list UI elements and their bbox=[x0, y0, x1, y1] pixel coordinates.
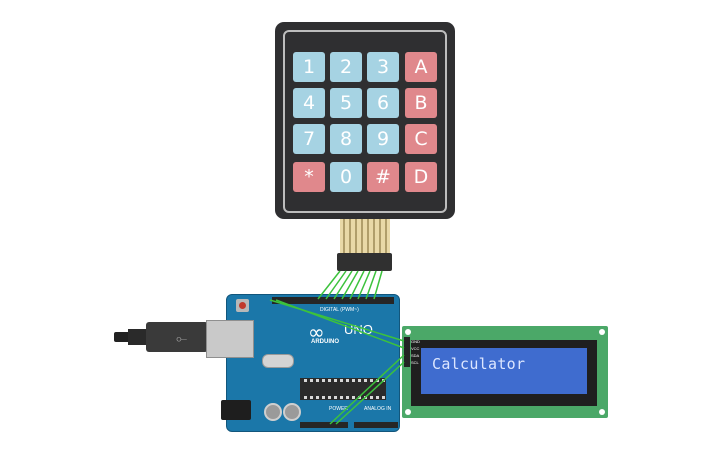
chip-pin bbox=[370, 379, 373, 382]
power-pin-header[interactable] bbox=[300, 422, 348, 428]
keypad-key-9[interactable]: 9 bbox=[367, 124, 399, 154]
keypad-wire[interactable] bbox=[341, 270, 359, 300]
keypad-wire[interactable] bbox=[325, 270, 347, 300]
chip-pin bbox=[304, 379, 307, 382]
keypad-key-2[interactable]: 2 bbox=[330, 52, 362, 82]
chip-pin bbox=[322, 379, 325, 382]
keypad-key-8[interactable]: 8 bbox=[330, 124, 362, 154]
chip-pin bbox=[328, 396, 331, 399]
crystal-oscillator bbox=[262, 354, 294, 368]
chip-pin bbox=[322, 396, 325, 399]
chip-pin bbox=[370, 396, 373, 399]
keypad-key-6[interactable]: 6 bbox=[367, 88, 399, 118]
power-pins-label: POWER bbox=[329, 406, 348, 412]
lcd-gnd-wire[interactable] bbox=[269, 299, 405, 342]
keypad-key-3[interactable]: 3 bbox=[367, 52, 399, 82]
keypad-key-B[interactable]: B bbox=[405, 88, 437, 118]
keypad-key-7[interactable]: 7 bbox=[293, 124, 325, 154]
keypad-key-D[interactable]: D bbox=[405, 162, 437, 192]
usb-cable-end bbox=[114, 332, 130, 342]
reset-button[interactable] bbox=[236, 299, 249, 312]
mounting-hole bbox=[405, 329, 411, 335]
chip-pin bbox=[382, 396, 385, 399]
mounting-hole bbox=[599, 409, 605, 415]
lcd-i2c-pins[interactable] bbox=[404, 337, 410, 367]
digital-pin-header[interactable] bbox=[272, 297, 394, 304]
chip-pin bbox=[316, 396, 319, 399]
keypad-key-A[interactable]: A bbox=[405, 52, 437, 82]
capacitor bbox=[264, 403, 282, 421]
arduino-uno-board[interactable] bbox=[226, 294, 400, 432]
keypad-key-4[interactable]: 4 bbox=[293, 88, 325, 118]
usb-port bbox=[206, 320, 254, 358]
chip-pin bbox=[310, 396, 313, 399]
chip-pin bbox=[352, 379, 355, 382]
chip-pin bbox=[334, 396, 337, 399]
mounting-hole bbox=[405, 409, 411, 415]
keypad-wire[interactable] bbox=[373, 270, 383, 300]
keypad-wire[interactable] bbox=[349, 270, 365, 300]
power-jack bbox=[221, 400, 251, 420]
keypad-key-0[interactable]: 0 bbox=[330, 162, 362, 192]
lcd-scl-wire[interactable] bbox=[335, 361, 405, 425]
chip-pin bbox=[304, 396, 307, 399]
chip-pin bbox=[310, 379, 313, 382]
chip-pin bbox=[376, 396, 379, 399]
chip-pin bbox=[340, 379, 343, 382]
analog-pins-label: ANALOG IN bbox=[364, 406, 392, 412]
microcontroller-chip bbox=[300, 378, 386, 400]
chip-pin bbox=[364, 379, 367, 382]
chip-pin bbox=[334, 379, 337, 382]
chip-pin bbox=[352, 396, 355, 399]
mounting-hole bbox=[599, 329, 605, 335]
keypad-wire[interactable] bbox=[365, 270, 377, 300]
lcd-vcc-wire[interactable] bbox=[275, 299, 405, 349]
keypad-key-hash[interactable]: # bbox=[367, 162, 399, 192]
digital-pins-label: DIGITAL (PWM~) bbox=[320, 307, 359, 313]
usb-cable-strain-relief bbox=[128, 329, 148, 345]
capacitor bbox=[283, 403, 301, 421]
analog-pin-header[interactable] bbox=[354, 422, 398, 428]
keypad-wire[interactable] bbox=[317, 270, 341, 300]
chip-pin bbox=[346, 396, 349, 399]
chip-pin bbox=[358, 379, 361, 382]
lcd-screen bbox=[421, 348, 587, 394]
keypad-key-star[interactable]: * bbox=[293, 162, 325, 192]
keypad-key-5[interactable]: 5 bbox=[330, 88, 362, 118]
chip-pin bbox=[346, 379, 349, 382]
brand-label: ARDUINO bbox=[311, 339, 339, 345]
keypad-ribbon-cable bbox=[340, 219, 390, 253]
keypad-connector bbox=[337, 253, 392, 271]
lcd-sda-wire[interactable] bbox=[329, 354, 405, 425]
lcd-pin-labels: GND VCC SDA SCL bbox=[411, 339, 420, 365]
usb-cable-plug[interactable] bbox=[146, 322, 208, 352]
chip-pin bbox=[340, 396, 343, 399]
usb-icon: ⟜ bbox=[176, 330, 188, 346]
keypad-wire[interactable] bbox=[357, 270, 371, 300]
keypad-key-C[interactable]: C bbox=[405, 124, 437, 154]
infinity-logo-icon: ∞ bbox=[308, 320, 325, 344]
keypad-wire[interactable] bbox=[333, 270, 353, 300]
chip-pin bbox=[328, 379, 331, 382]
keypad-key-1[interactable]: 1 bbox=[293, 52, 325, 82]
chip-pin bbox=[316, 379, 319, 382]
lcd-display-text: Calculator bbox=[432, 355, 526, 373]
